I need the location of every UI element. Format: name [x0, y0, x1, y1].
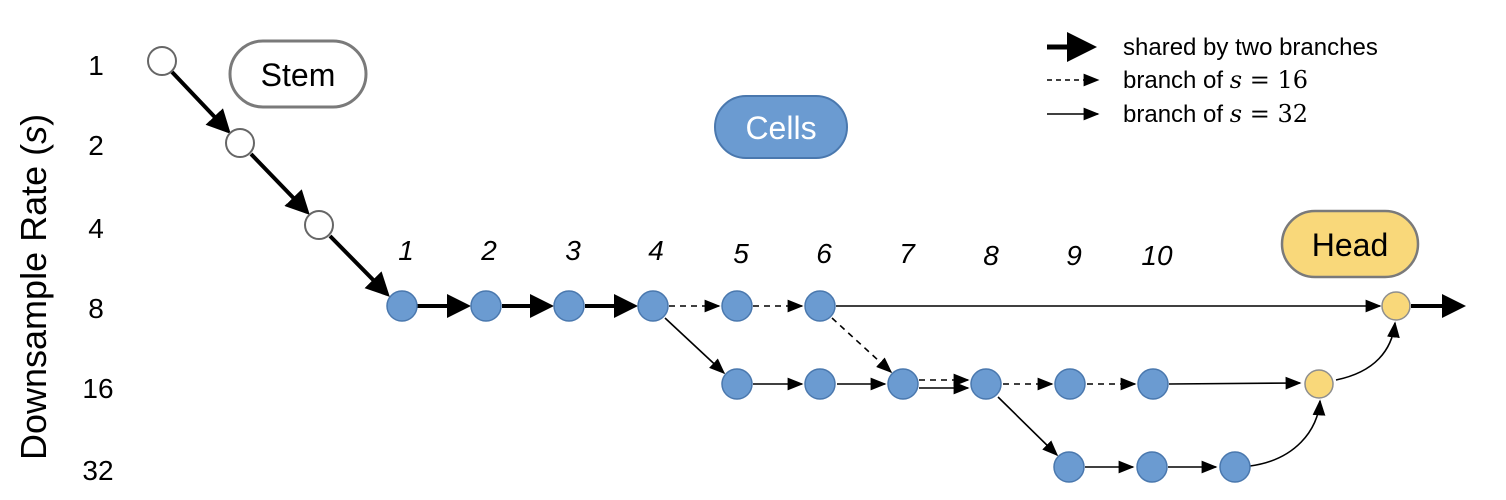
cell-node [553, 290, 585, 322]
cells-badge-label: Cells [745, 110, 816, 146]
cell-node [1053, 451, 1085, 483]
branch32-edge-10-head16 [1168, 376, 1302, 390]
y-axis-ticks: 1 2 4 8 16 32 [82, 50, 113, 486]
cell-index-label: 2 [480, 235, 497, 266]
legend-branch32-label: branch of s = 32 [1123, 100, 1308, 128]
head-badge-label: Head [1312, 227, 1389, 263]
edges [170, 70, 1466, 474]
y-tick-label: 4 [88, 213, 104, 244]
stem-node [304, 210, 334, 240]
cell-node [1136, 451, 1168, 483]
stem-node [147, 46, 177, 76]
branch32-edge-4-down [664, 317, 726, 375]
cell-node [804, 290, 836, 322]
cell-node [1137, 368, 1169, 400]
y-tick-label: 16 [82, 373, 113, 404]
branch32-edge-8-down [997, 396, 1059, 457]
cell-index-label: 1 [398, 235, 414, 266]
cell-node [721, 368, 753, 400]
cell-index-label: 9 [1066, 240, 1082, 271]
cell-index-label: 3 [565, 235, 581, 266]
cell-node [1054, 368, 1086, 400]
stem-edge-4-cell1 [328, 234, 390, 297]
cell-index-label: 7 [899, 238, 916, 269]
stem-edge-2-4 [249, 152, 310, 215]
head-node [1304, 369, 1334, 399]
legend-shared-label: shared by two branches [1123, 34, 1378, 61]
stem-edge-1-2 [170, 70, 231, 134]
legend-branch16-label: branch of s = 16 [1123, 66, 1308, 94]
y-tick-label: 1 [88, 50, 104, 81]
cell-node [637, 290, 669, 322]
y-axis-title: Downsample Rate (s) [13, 114, 54, 460]
stem-node [225, 128, 255, 158]
y-tick-label: 8 [88, 293, 104, 324]
y-tick-label: 2 [88, 130, 104, 161]
head-badge: Head [1280, 209, 1420, 279]
cell-node [1219, 451, 1251, 483]
cell-node [470, 290, 502, 322]
cell-index-label: 5 [733, 238, 749, 269]
head-node [1381, 291, 1411, 321]
head-badge-box [1280, 209, 1420, 279]
cell-index-label: 8 [983, 240, 999, 271]
cells-badge: Cells [714, 95, 848, 159]
cell-node [804, 368, 836, 400]
cells-badge-box [714, 95, 848, 159]
cell-index-label: 6 [816, 238, 832, 269]
cell-indices: 1 2 3 4 5 6 7 8 9 10 [398, 235, 1173, 271]
cell-node [970, 368, 1002, 400]
stem-badge: Stem [228, 39, 368, 109]
branch16-edge-6-7 [831, 317, 893, 374]
legend: shared by two branches branch of s = 16 … [1047, 32, 1378, 128]
cell-index-label: 4 [648, 235, 664, 266]
cell-node [386, 290, 418, 322]
curve-head16-to-head8 [1335, 321, 1400, 381]
nodes [147, 46, 1411, 483]
cell-node [721, 290, 753, 322]
cell-index-label: 10 [1141, 240, 1173, 271]
stem-badge-box [228, 39, 368, 109]
stem-badge-label: Stem [261, 57, 336, 93]
curve-32-to-head16 [1249, 399, 1326, 467]
y-tick-label: 32 [82, 455, 113, 486]
cell-node [887, 368, 919, 400]
